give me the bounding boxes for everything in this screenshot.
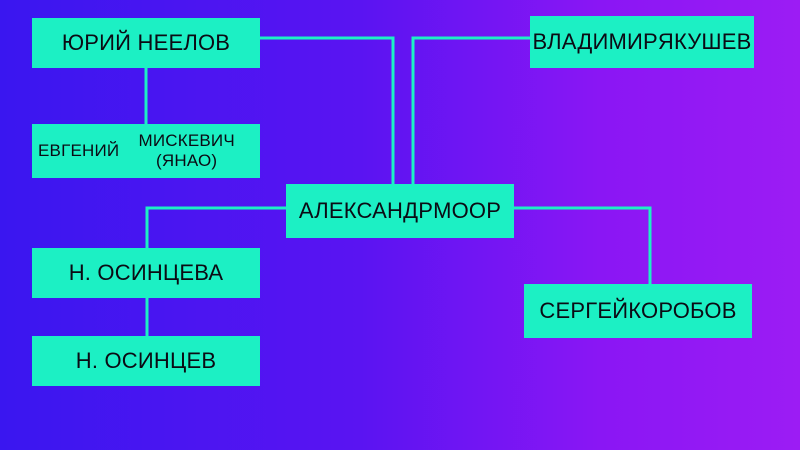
node-label-line2: ЯКУШЕВ: [657, 28, 752, 54]
connector-moor-osintseva: [145, 206, 286, 248]
node-label-line1: ВЛАДИМИР: [532, 28, 658, 54]
node-yuriy-neelov: ЮРИЙ НЕЕЛОВ: [32, 18, 260, 68]
node-label-line2: МООР: [433, 197, 502, 223]
node-label-line1: СЕРГЕЙ: [539, 297, 629, 323]
connector-yakushev-moor: [411, 36, 530, 184]
connector-neelov-moor: [260, 36, 395, 184]
node-aleksandr-moor: АЛЕКСАНДР МООР: [286, 184, 514, 238]
node-n-osintsev: Н. ОСИНЦЕВ: [32, 336, 260, 386]
node-sergey-korobov: СЕРГЕЙ КОРОБОВ: [524, 284, 752, 338]
node-label-line2: МИСКЕВИЧ (ЯНАО): [138, 130, 235, 170]
node-label-line1: АЛЕКСАНДР: [298, 197, 434, 223]
node-label-line2: КОРОБОВ: [628, 297, 737, 323]
node-evgeniy-miskevich: ЕВГЕНИЙ МИСКЕВИЧ (ЯНАО): [32, 124, 260, 178]
node-label-line1: ЕВГЕНИЙ: [38, 140, 120, 160]
node-label: Н. ОСИНЦЕВА: [68, 259, 224, 285]
node-label: ЮРИЙ НЕЕЛОВ: [61, 29, 231, 55]
node-n-osintseva: Н. ОСИНЦЕВА: [32, 248, 260, 298]
node-vladimir-yakushev: ВЛАДИМИР ЯКУШЕВ: [530, 16, 754, 68]
connector-moor-korobov: [514, 206, 652, 284]
node-label: Н. ОСИНЦЕВ: [75, 347, 217, 373]
